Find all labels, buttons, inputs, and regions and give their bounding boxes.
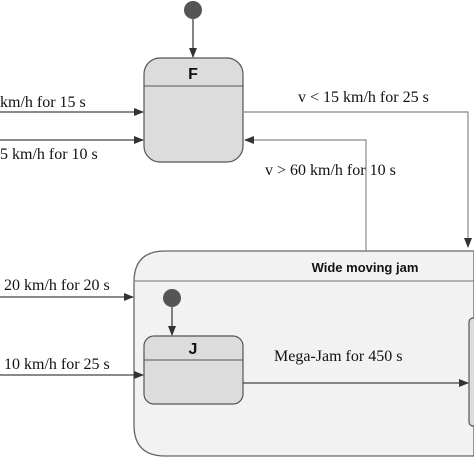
transition-into-f-right-label: v > 60 km/h for 10 s <box>265 162 396 179</box>
state-j-name: J <box>189 341 198 358</box>
region-title: Wide moving jam <box>312 260 419 275</box>
transition-f-out-right <box>243 111 472 248</box>
transition-into-f-bottom-label: 5 km/h for 10 s <box>0 146 98 163</box>
state-f-name: F <box>188 66 198 83</box>
transition-f-out-right-label: v < 15 km/h for 25 s <box>298 89 429 106</box>
transition-into-region-top-label: 20 km/h for 20 s <box>4 277 110 294</box>
state-j: J <box>143 335 244 405</box>
initial-pseudostate-j <box>163 289 181 307</box>
initial-pseudostate-f <box>184 1 202 19</box>
transition-into-f-right <box>244 136 367 251</box>
mega-jam-state-edge <box>468 317 474 427</box>
transition-into-f-top-label: km/h for 15 s <box>0 94 86 111</box>
region-box <box>133 250 474 457</box>
state-f: F <box>143 57 244 163</box>
state-j-box <box>143 335 244 405</box>
state-f-box <box>143 57 244 163</box>
wide-moving-jam-region: Wide moving jam <box>133 250 474 457</box>
transition-j-to-mega-jam-label: Mega-Jam for 450 s <box>274 348 402 365</box>
transition-into-j-left-label: 10 km/h for 25 s <box>4 356 110 373</box>
